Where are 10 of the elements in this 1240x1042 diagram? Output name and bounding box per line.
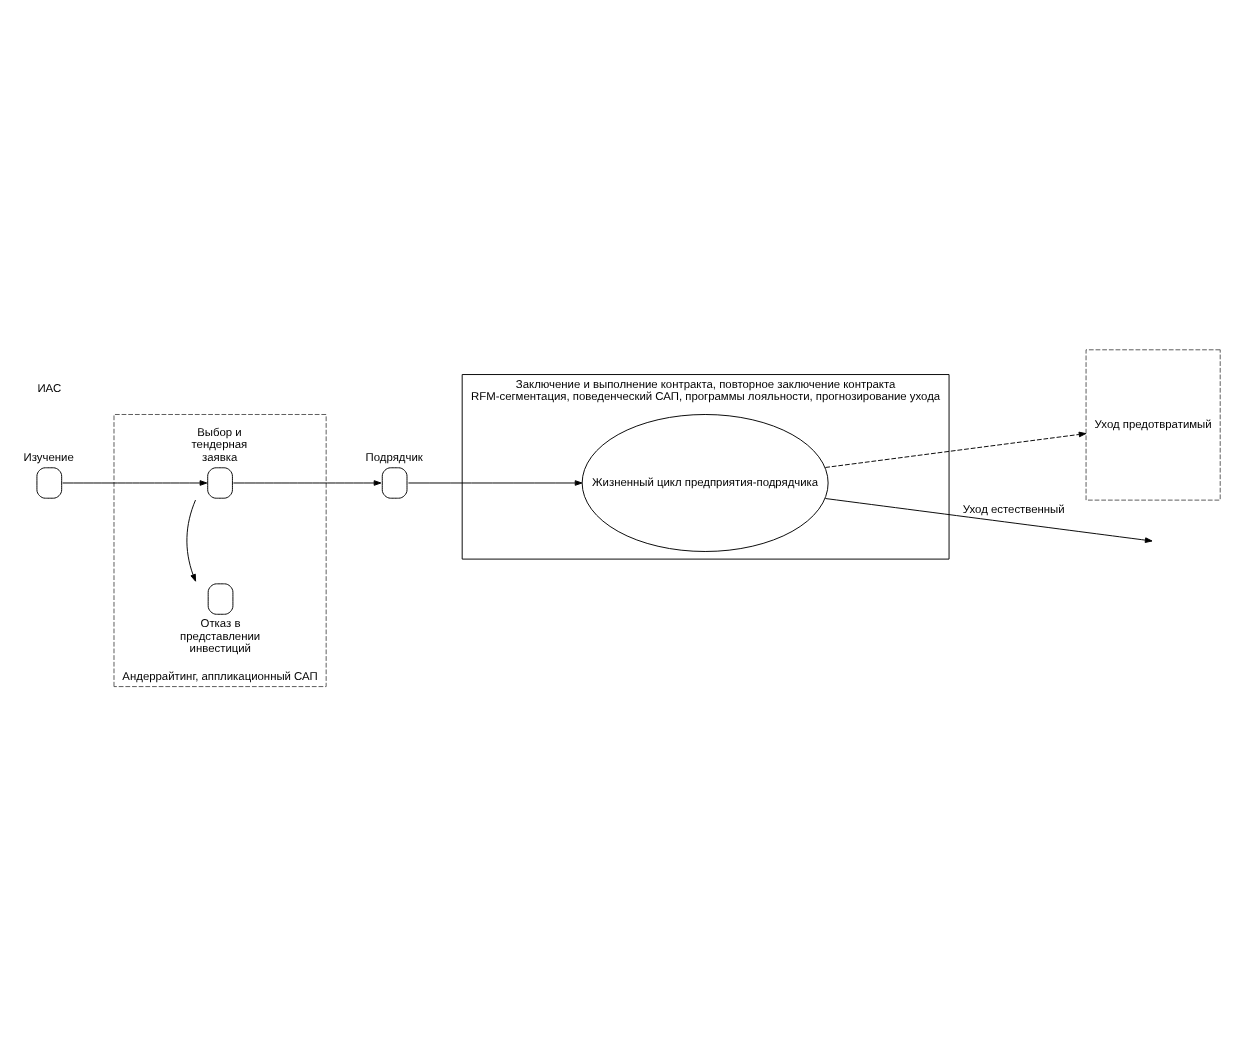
node-box <box>381 466 408 498</box>
arrow <box>824 430 1087 467</box>
arrow <box>62 479 208 485</box>
node-box <box>36 466 63 498</box>
arrow <box>186 498 197 581</box>
arrow <box>407 479 583 485</box>
node-box <box>207 466 233 498</box>
arrow <box>824 497 1153 542</box>
arrow <box>232 479 382 485</box>
node-box <box>207 582 234 614</box>
